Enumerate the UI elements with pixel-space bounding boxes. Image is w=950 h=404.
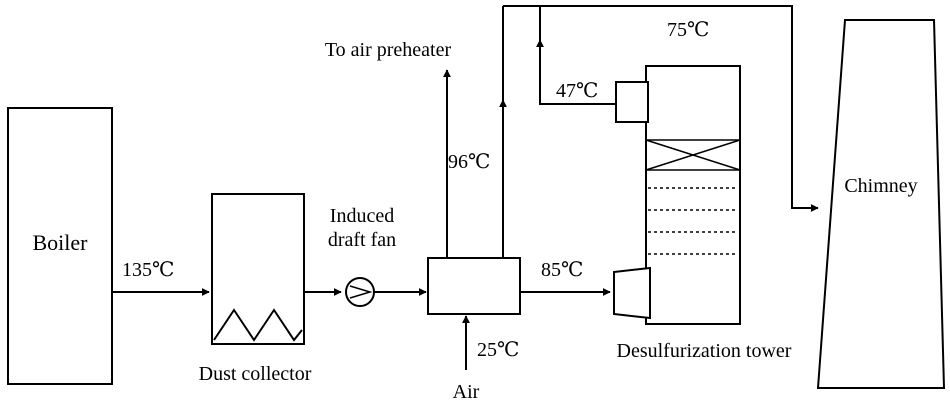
- boiler-label: Boiler: [33, 230, 89, 255]
- heat-exchanger: [427, 257, 521, 315]
- temp-boiler-out: 135℃: [122, 259, 174, 281]
- fan-label-line2: draft fan: [328, 229, 396, 251]
- chimney-label: Chimney: [844, 175, 917, 197]
- temp-chimney-in: 75℃: [667, 19, 709, 41]
- dust-collector: [211, 193, 305, 345]
- flow-tower-out: [539, 6, 616, 105]
- temp-exchanger-up: 96℃: [448, 151, 490, 173]
- collector-zigzag: [213, 308, 303, 342]
- dust-collector-label: Dust collector: [199, 363, 312, 385]
- preheater-label: To air preheater: [325, 39, 452, 61]
- induced-draft-fan-icon: [345, 277, 375, 307]
- air-label: Air: [453, 381, 480, 403]
- desulfurization-tower: [613, 65, 741, 325]
- temp-tower-in: 85℃: [541, 259, 583, 281]
- demister-block: [645, 139, 741, 171]
- tower-label: Desulfurization tower: [617, 340, 792, 362]
- tower-outlet-nozzle: [615, 81, 649, 123]
- fan-label-line1: Induced: [330, 205, 394, 227]
- tower-inlet-nozzle: [613, 266, 651, 320]
- chimney: Chimney: [816, 19, 946, 389]
- temp-tower-out: 47℃: [556, 80, 598, 102]
- flow-top-duct-to-chimney: [503, 5, 819, 212]
- boiler: Boiler: [7, 107, 113, 385]
- temp-air-in: 25℃: [477, 339, 519, 361]
